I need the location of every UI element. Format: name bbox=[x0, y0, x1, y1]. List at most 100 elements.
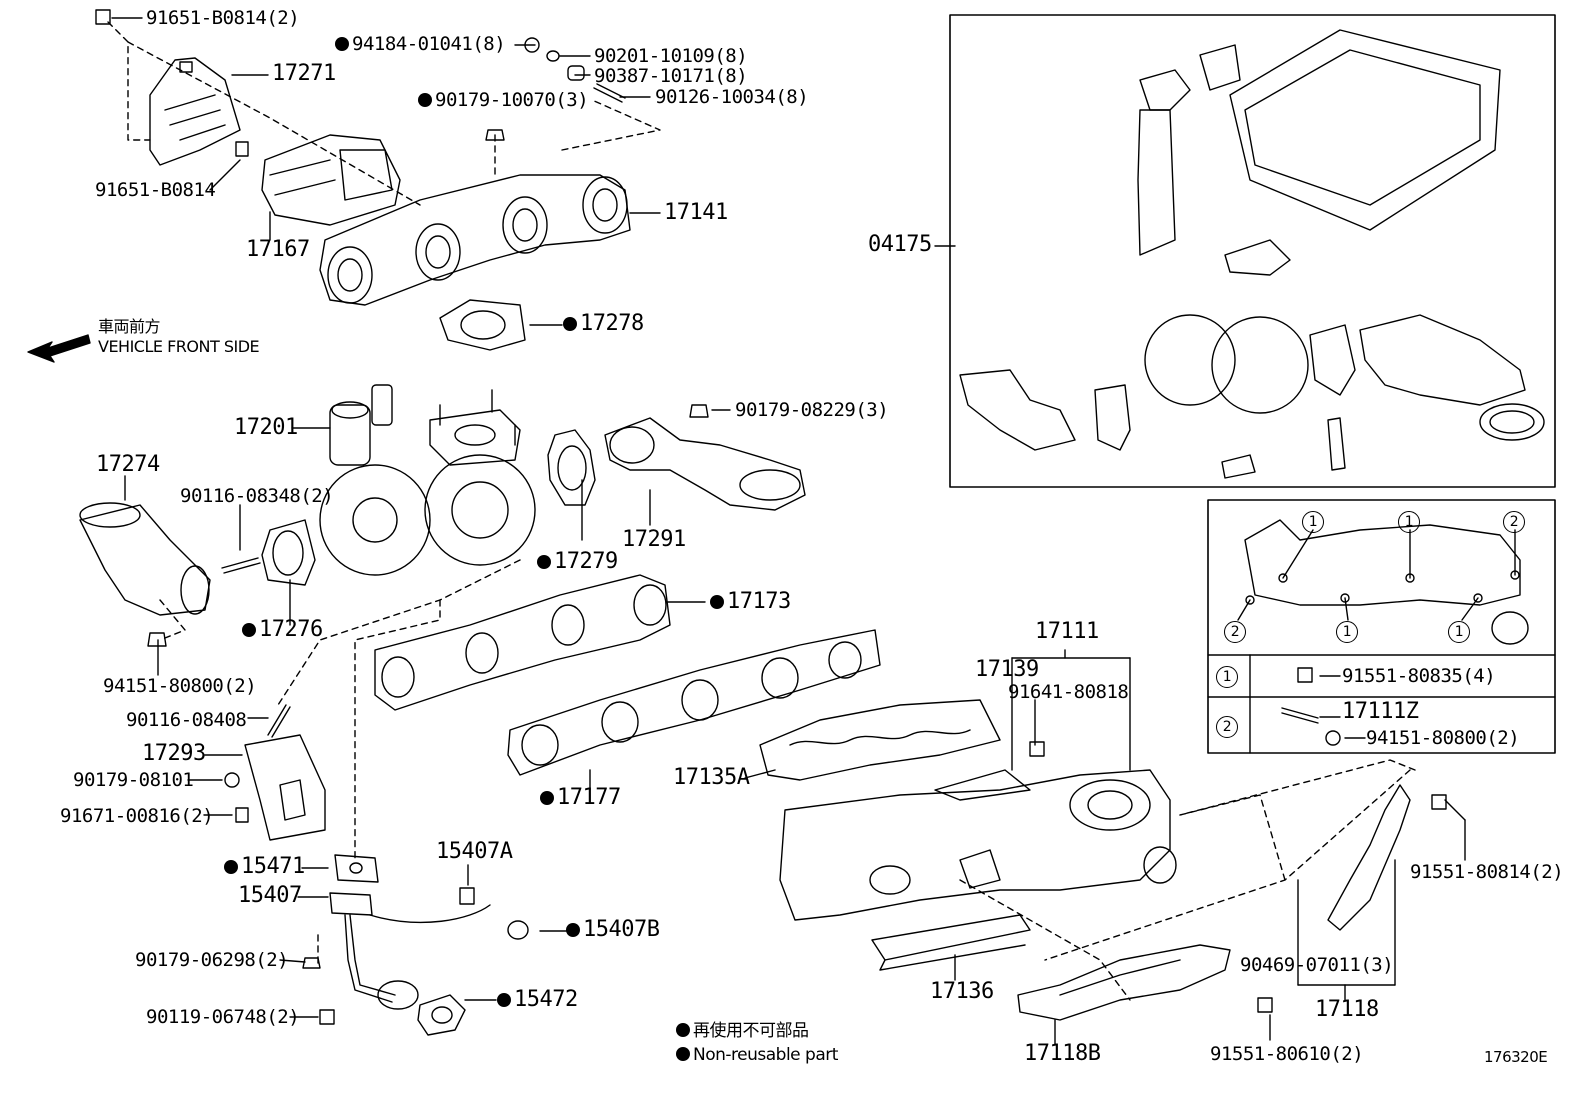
non-reusable-dot-icon bbox=[537, 555, 551, 569]
heat-insulator-17271 bbox=[149, 57, 241, 166]
label-15407B: 15407B bbox=[566, 917, 660, 942]
label-17136: 17136 bbox=[930, 979, 994, 1004]
cover-17135A bbox=[759, 699, 1001, 781]
label-text: 17279 bbox=[554, 549, 618, 574]
label-15471: 15471 bbox=[224, 854, 305, 879]
label-17276: 17276 bbox=[242, 617, 323, 642]
inset-marker-2: 2 bbox=[1503, 510, 1525, 533]
label-15407: 15407 bbox=[238, 883, 302, 908]
inset-marker-1: 1 bbox=[1336, 620, 1358, 643]
label-90469-07011: 90469-07011(3) bbox=[1240, 954, 1394, 976]
label-text: 90179-10070(3) bbox=[435, 89, 589, 111]
turbocharger-17201 bbox=[319, 384, 536, 576]
exhaust-manifold-17141 bbox=[319, 174, 631, 306]
bolts bbox=[95, 9, 1447, 1025]
label-17111Z: 17111Z bbox=[1342, 699, 1419, 724]
label-91651-B0814-2: 91651-B0814(2) bbox=[146, 7, 300, 29]
label-text: 15471 bbox=[241, 854, 305, 879]
label-17173: 17173 bbox=[710, 589, 791, 614]
inset-marker-1: 1 bbox=[1302, 510, 1324, 533]
label-17118: 17118 bbox=[1315, 997, 1379, 1022]
bracket-17118 bbox=[1327, 784, 1411, 931]
label-17177: 17177 bbox=[540, 787, 621, 809]
label-17141: 17141 bbox=[664, 200, 728, 225]
label-90179-08229: 90179-08229(3) bbox=[735, 399, 889, 421]
label-text: 17276 bbox=[259, 617, 323, 642]
label-15472: 15472 bbox=[497, 987, 578, 1012]
gasket-17177 bbox=[507, 629, 881, 776]
legend-en-text: Non-reusable part bbox=[693, 1045, 838, 1065]
label-17274: 17274 bbox=[96, 452, 160, 477]
label-text: 15472 bbox=[514, 987, 578, 1012]
label-90387-10171: 90387-10171(8) bbox=[594, 65, 748, 87]
heat-insulator-17167 bbox=[261, 134, 401, 226]
direction-en: VEHICLE FRONT SIDE bbox=[98, 337, 260, 356]
non-reusable-dot-icon bbox=[566, 923, 580, 937]
label-94184-01041: 94184-01041(8) bbox=[335, 33, 506, 55]
label-17111: 17111 bbox=[1035, 619, 1099, 644]
label-90179-10070: 90179-10070(3) bbox=[418, 89, 589, 111]
diagram-id: 176320E bbox=[1484, 1048, 1548, 1066]
circle-2-icon: 2 bbox=[1216, 716, 1238, 738]
label-15407A: 15407A bbox=[436, 839, 513, 864]
non-reusable-dot-icon bbox=[540, 791, 554, 805]
label-text: 17173 bbox=[727, 589, 791, 614]
non-reusable-dot-icon bbox=[710, 595, 724, 609]
non-reusable-dot-icon bbox=[676, 1023, 690, 1037]
label-91641-80818: 91641-80818 bbox=[1008, 681, 1129, 703]
inset-box-mounting bbox=[1207, 499, 1556, 754]
circle-1-icon: 1 bbox=[1398, 511, 1420, 533]
inset-marker-1: 1 bbox=[1398, 510, 1420, 533]
non-reusable-dot-icon bbox=[242, 623, 256, 637]
gasket-17173 bbox=[374, 574, 671, 711]
circle-1-icon: 1 bbox=[1448, 621, 1470, 643]
label-91551-80610: 91551-80610(2) bbox=[1210, 1043, 1364, 1065]
front-arrow-icon bbox=[27, 334, 91, 363]
label-17118B: 17118B bbox=[1024, 1041, 1101, 1066]
inset-table-marker-1: 1 bbox=[1216, 665, 1238, 688]
label-17271: 17271 bbox=[272, 61, 336, 86]
non-reusable-dot-icon bbox=[418, 93, 432, 107]
non-reusable-dot-icon bbox=[224, 860, 238, 874]
label-17167: 17167 bbox=[246, 237, 310, 262]
circle-2-icon: 2 bbox=[1503, 511, 1525, 533]
label-90179-06298: 90179-06298(2) bbox=[135, 949, 289, 971]
legend-jp: 再使用不可部品 bbox=[676, 1021, 809, 1041]
label-90126-10034: 90126-10034(8) bbox=[655, 86, 809, 108]
plate-17136 bbox=[871, 914, 1031, 971]
cover-17118B bbox=[1017, 944, 1231, 1021]
inset-marker-1: 1 bbox=[1448, 620, 1470, 643]
label-94151-80800-inset: 94151-80800(2) bbox=[1366, 727, 1520, 749]
non-reusable-dot-icon bbox=[335, 37, 349, 51]
label-90116-08348: 90116-08348(2) bbox=[180, 485, 334, 507]
circle-1-icon: 1 bbox=[1336, 621, 1358, 643]
oil-pipe-15407 bbox=[329, 854, 491, 1036]
label-17201: 17201 bbox=[234, 415, 298, 440]
direction-jp: 車両前方 bbox=[98, 317, 161, 336]
label-17291: 17291 bbox=[622, 527, 686, 552]
non-reusable-dot-icon bbox=[563, 317, 577, 331]
leader-lines bbox=[111, 17, 1466, 1046]
label-04175: 04175 bbox=[868, 232, 932, 257]
label-90179-08101: 90179-08101 bbox=[73, 769, 194, 791]
label-90116-08408: 90116-08408 bbox=[126, 709, 247, 731]
label-text: 15407B bbox=[583, 917, 660, 942]
gasket-17279 bbox=[547, 429, 596, 506]
non-reusable-dot-icon bbox=[676, 1047, 690, 1061]
intake-manifold-17111 bbox=[779, 769, 1177, 921]
inset-table-marker-2: 2 bbox=[1216, 715, 1238, 738]
label-17279: 17279 bbox=[537, 549, 618, 574]
label-94151-80800: 94151-80800(2) bbox=[103, 675, 257, 697]
label-17278: 17278 bbox=[563, 313, 644, 335]
assembly-04175-drawing bbox=[959, 29, 1545, 479]
label-91551-80814: 91551-80814(2) bbox=[1410, 861, 1564, 883]
circle-1-icon: 1 bbox=[1216, 666, 1238, 688]
label-text: 94184-01041(8) bbox=[352, 33, 506, 55]
circle-1-icon: 1 bbox=[1302, 511, 1324, 533]
intake-pipe-17274 bbox=[79, 502, 211, 616]
circle-2-icon: 2 bbox=[1224, 621, 1246, 643]
gasket-17278 bbox=[439, 299, 526, 351]
exhaust-pipe-17291 bbox=[604, 417, 806, 511]
